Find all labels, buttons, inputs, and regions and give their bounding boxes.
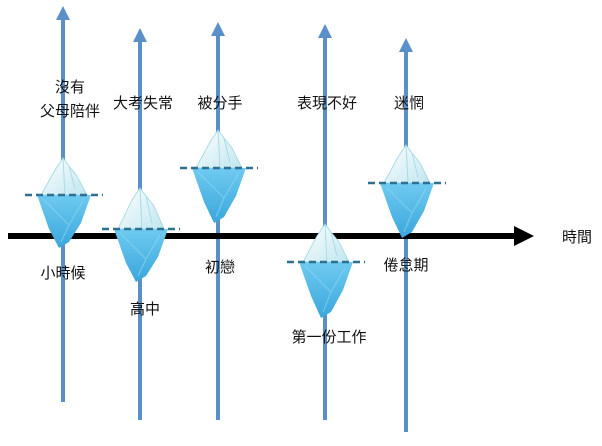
- iceberg-body: [37, 195, 91, 248]
- event-label: 沒有: [55, 78, 85, 96]
- iceberg-tip-facet: [217, 129, 231, 169]
- iceberg-body-facet: [42, 198, 84, 243]
- vertical-arrowhead: [56, 6, 70, 20]
- iceberg: [180, 129, 258, 223]
- stage-label: 高中: [130, 300, 160, 318]
- event-label: 表現不好: [297, 94, 357, 112]
- vertical-arrows: [56, 6, 413, 432]
- icebergs: [25, 129, 446, 318]
- vertical-arrowhead: [211, 22, 225, 36]
- iceberg-tip-facet: [139, 187, 153, 230]
- vertical-arrowhead: [399, 38, 413, 52]
- iceberg-tip-facet: [405, 144, 419, 184]
- iceberg: [287, 223, 365, 318]
- stage-label: 倦怠期: [383, 256, 428, 274]
- iceberg-body-facet: [304, 265, 346, 313]
- iceberg-tip-facet: [324, 223, 338, 263]
- time-axis: 時間: [8, 226, 592, 246]
- iceberg: [25, 157, 103, 248]
- time-axis-line: [8, 233, 514, 239]
- iceberg-body: [114, 229, 168, 282]
- event-label: 迷惘: [394, 94, 424, 112]
- event-label: 被分手: [197, 94, 242, 112]
- time-axis-label: 時間: [562, 228, 592, 246]
- event-label: 父母陪伴: [40, 102, 100, 120]
- iceberg-body: [299, 262, 353, 318]
- iceberg: [368, 144, 446, 238]
- event-label: 大考失常: [113, 94, 173, 112]
- iceberg-body: [192, 168, 246, 223]
- iceberg: [102, 187, 180, 282]
- stage-label: 初戀: [205, 258, 235, 276]
- time-axis-arrowhead: [514, 226, 534, 246]
- iceberg-body-facet: [119, 232, 161, 277]
- iceberg-body-facet: [385, 186, 427, 233]
- vertical-arrowhead: [318, 24, 332, 38]
- iceberg-body-facet: [197, 171, 239, 218]
- iceberg-tip-facet: [62, 157, 76, 196]
- iceberg-body: [380, 183, 434, 238]
- stage-label: 小時候: [40, 264, 85, 282]
- stage-label: 第一份工作: [291, 328, 366, 346]
- vertical-arrowhead: [133, 28, 147, 42]
